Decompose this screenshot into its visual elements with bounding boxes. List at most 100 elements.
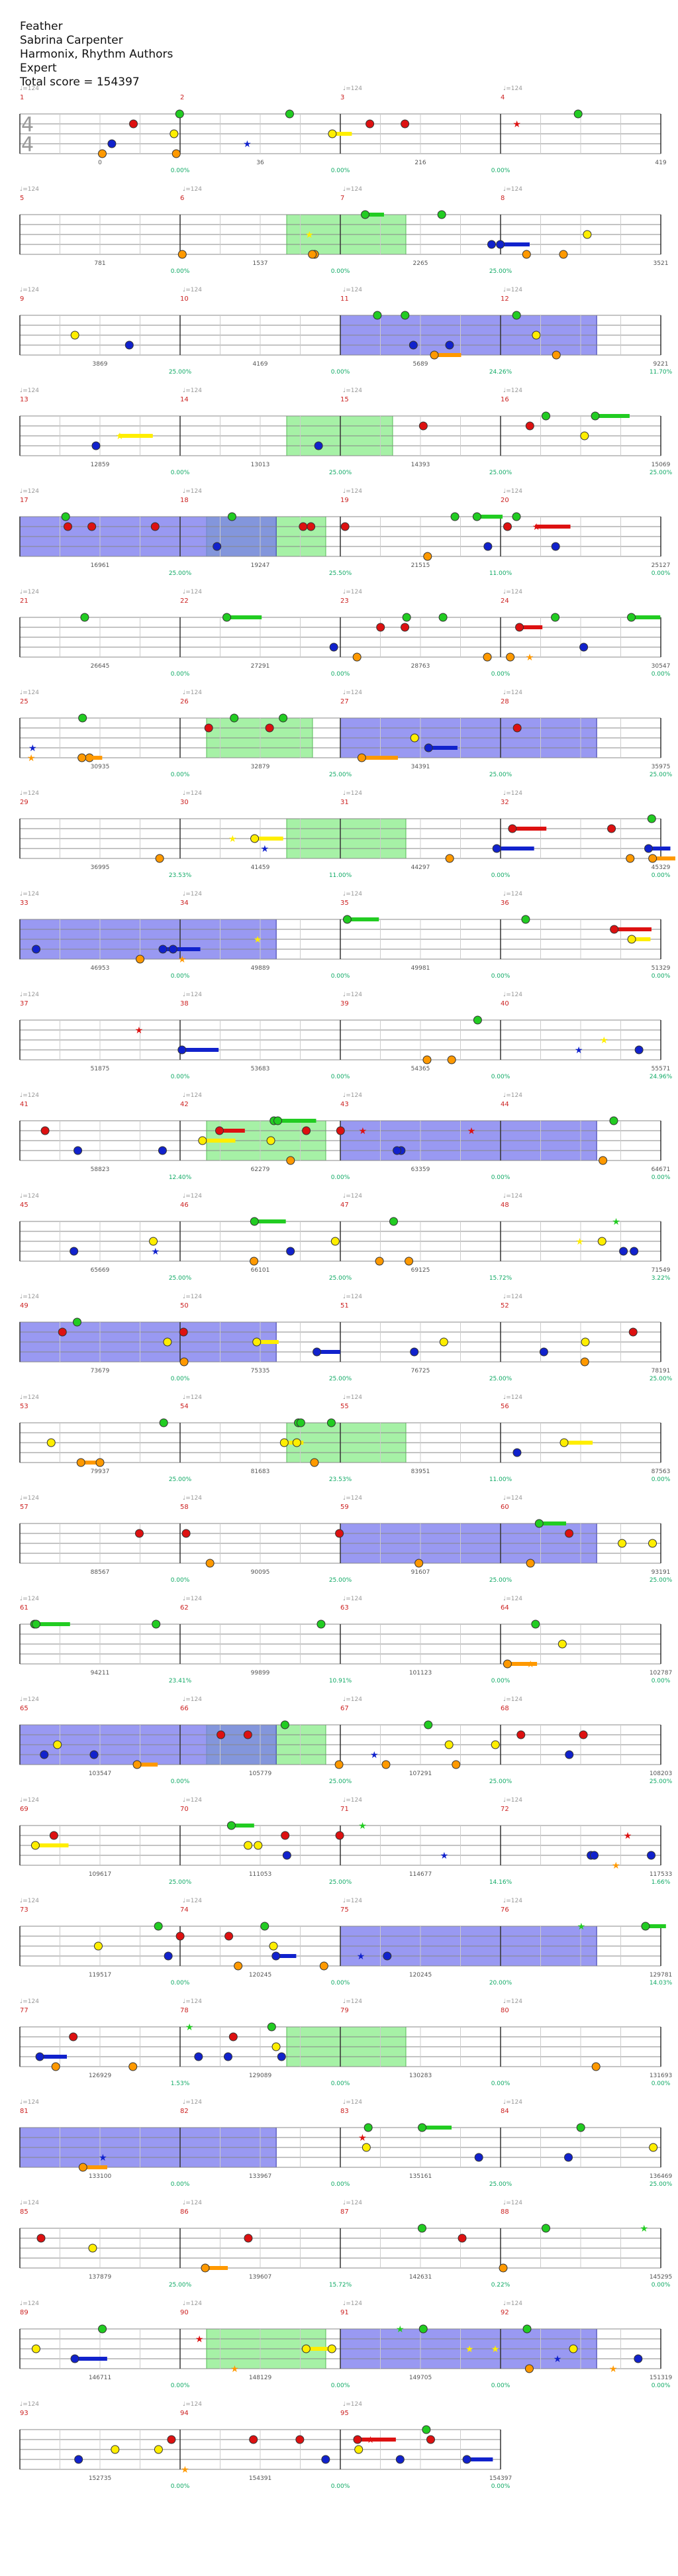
staff-row [19, 915, 661, 964]
sustain-tail [563, 1441, 593, 1445]
tempo-marker: ♩=124 [183, 1797, 202, 1804]
orange-note [171, 149, 181, 158]
measure-score: 3521 [654, 260, 669, 267]
red-note [512, 723, 522, 733]
staff-row [19, 2324, 661, 2373]
sp-percent: 25.00% [650, 2181, 673, 2188]
measure-number: 20 [501, 497, 509, 504]
sp-percent: 14.03% [650, 1980, 673, 1986]
measure-score: 83951 [411, 1468, 430, 1475]
sustain-tail [363, 213, 384, 217]
sp-percent: 25.00% [169, 2282, 192, 2289]
sp-percent: 1.66% [652, 1879, 671, 1886]
measure-score: 142631 [409, 2274, 432, 2281]
staff-row [19, 210, 661, 259]
red-note [150, 522, 160, 531]
staff-row [19, 2123, 661, 2172]
tempo-marker: ♩=124 [183, 1495, 202, 1502]
sp-percent: 0.00% [652, 570, 671, 577]
measure-number: 48 [501, 1202, 509, 1209]
red-note [265, 723, 274, 733]
measure-score: 36 [256, 160, 264, 166]
tempo-marker: ♩=124 [503, 891, 522, 898]
tempo-marker: ♩=124 [183, 1998, 202, 2005]
staff-row [19, 1217, 661, 1266]
measure-number: 51 [340, 1302, 349, 1310]
measure-score: 114677 [409, 1871, 432, 1878]
measure-number: 55 [340, 1403, 349, 1410]
sp-percent: 25.00% [329, 1376, 352, 1382]
blue-note [512, 1448, 522, 1457]
measure-score: 133100 [89, 2173, 112, 2180]
yellow-note [327, 2344, 336, 2353]
tempo-marker: ♩=124 [343, 488, 362, 495]
sp-percent: 20.00% [489, 1980, 512, 1986]
measure-score: 49981 [411, 965, 430, 972]
sustain-tail [475, 515, 503, 519]
measure-number: 23 [340, 597, 349, 605]
sp-percent: 3.22% [652, 1275, 671, 1282]
star-note: ★ [185, 2022, 194, 2033]
sp-percent: 0.00% [652, 2282, 671, 2289]
green-note [279, 713, 288, 723]
sp-percent: 0.00% [652, 2383, 671, 2389]
sp-percent: 14.16% [489, 1879, 512, 1886]
tempo-marker: ♩=124 [20, 1998, 39, 2005]
orange-note [128, 2062, 138, 2071]
blue-note [89, 1750, 99, 1759]
red-note [579, 1730, 588, 1739]
red-note [516, 1730, 526, 1739]
measure-number: 27 [340, 698, 349, 705]
green-note [80, 613, 89, 622]
sp-percent: 25.00% [489, 268, 512, 275]
measure-number: 42 [180, 1101, 189, 1108]
tempo-marker: ♩=124 [343, 992, 362, 998]
measure-score: 130283 [409, 2073, 432, 2079]
red-note [607, 824, 616, 833]
yellow-note [88, 2243, 97, 2253]
sustain-tail [356, 2438, 396, 2442]
star-note: ★ [261, 844, 269, 854]
sustain-tail [651, 856, 675, 860]
tempo-marker: ♩=124 [503, 287, 522, 293]
yellow-note [444, 1740, 454, 1749]
blue-note [124, 340, 134, 350]
measure-score: 13013 [251, 462, 270, 468]
measure-score: 16961 [91, 562, 110, 569]
blue-note [410, 1347, 419, 1357]
red-note [299, 522, 308, 531]
tempo-marker: ♩=124 [183, 2200, 202, 2206]
orange-note [250, 1257, 259, 1266]
star-note: ★ [181, 2465, 189, 2475]
orange-note [483, 652, 492, 662]
orange-note [381, 1760, 391, 1769]
measure-number: 91 [340, 2309, 349, 2316]
yellow-note [170, 129, 179, 138]
sustain-tail [38, 2055, 68, 2059]
orange-note [522, 250, 531, 259]
measure-number: 14 [180, 396, 189, 403]
tempo-marker: ♩=124 [20, 891, 39, 898]
tempo-marker: ♩=124 [20, 2300, 39, 2307]
tempo-marker: ♩=124 [503, 589, 522, 595]
blue-note [164, 1951, 173, 1961]
sp-percent: 0.00% [491, 2383, 510, 2389]
measure-score: 21515 [411, 562, 430, 569]
measure-number: 61 [20, 1604, 28, 1612]
star-note: ★ [512, 119, 521, 130]
red-note [40, 1126, 50, 1135]
blue-note [445, 340, 454, 350]
blue-note [563, 2153, 573, 2162]
sp-percent: 0.00% [331, 168, 350, 174]
measure-number: 25 [20, 698, 28, 705]
tempo-marker: ♩=124 [503, 1596, 522, 1602]
green-note [154, 1922, 163, 1931]
orange-note [499, 2263, 508, 2273]
sp-percent: 11.70% [650, 369, 673, 376]
sustain-tail [647, 847, 671, 850]
orange-note [136, 954, 145, 964]
star-note: ★ [305, 230, 314, 240]
red-note [217, 1730, 226, 1739]
sp-percent: 0.00% [491, 1074, 510, 1080]
sp-percent: 25.00% [650, 1778, 673, 1785]
